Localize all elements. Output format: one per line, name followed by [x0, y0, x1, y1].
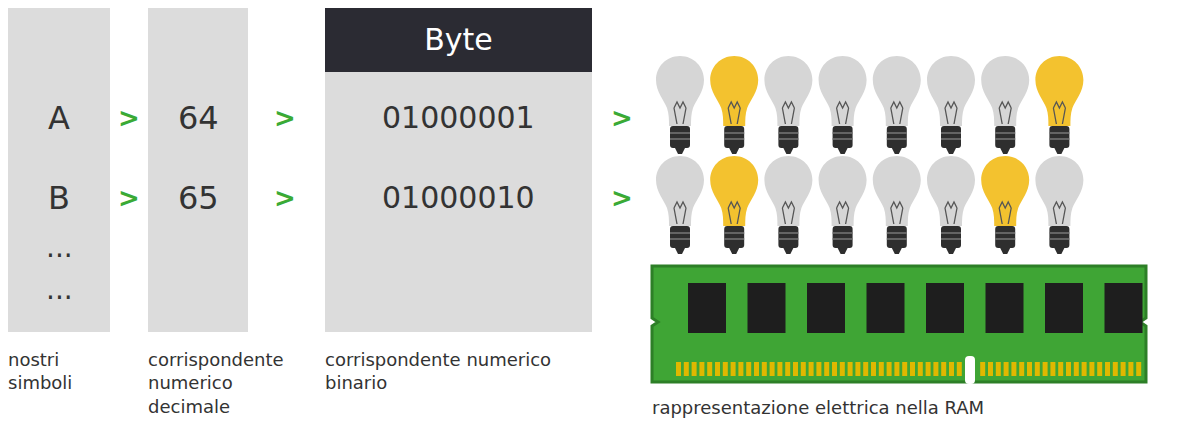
- arrow-chevron: >: [118, 105, 140, 131]
- light-bulb: [873, 56, 921, 154]
- light-bulb: [710, 56, 758, 154]
- caption-label: rappresentazione elettrica nella RAM: [652, 396, 1152, 419]
- caption-label: corrispondente numerico binario: [325, 348, 575, 395]
- arrow-chevron: >: [274, 105, 296, 131]
- grey-column: Byte 01000001 01000010: [325, 8, 592, 332]
- column-value: 65: [178, 182, 219, 214]
- light-bulb: [1035, 156, 1083, 254]
- light-bulb: [764, 56, 812, 154]
- arrow-chevron: >: [611, 105, 633, 131]
- column-value: ...: [46, 234, 73, 262]
- column-value: 64: [178, 102, 219, 134]
- caption-label: nostri simboli: [8, 348, 118, 395]
- light-bulb: [819, 156, 867, 254]
- arrow-chevron: >: [274, 185, 296, 211]
- light-bulb: [927, 156, 975, 254]
- column-value: 01000001: [382, 103, 535, 133]
- column-value: B: [48, 182, 70, 214]
- column-value: ...: [46, 276, 73, 304]
- light-bulb: [1035, 56, 1083, 154]
- light-bulb: [819, 56, 867, 154]
- light-bulb: [656, 56, 704, 154]
- light-bulb: [710, 156, 758, 254]
- column-value: A: [48, 102, 70, 134]
- ram-module: [652, 266, 1146, 384]
- light-bulb: [981, 56, 1029, 154]
- arrow-chevron: >: [118, 185, 140, 211]
- grey-column: A B......: [8, 8, 110, 332]
- header-text: Byte: [325, 8, 592, 72]
- light-bulb: [764, 156, 812, 254]
- caption-label: corrispondente numerico decimale: [148, 348, 308, 418]
- arrow-chevron: >: [611, 185, 633, 211]
- grey-column: 64 65: [148, 8, 248, 332]
- light-bulb: [927, 56, 975, 154]
- light-bulb: [656, 156, 704, 254]
- light-bulb: [873, 156, 921, 254]
- light-bulb: [981, 156, 1029, 254]
- column-value: 01000010: [382, 183, 535, 213]
